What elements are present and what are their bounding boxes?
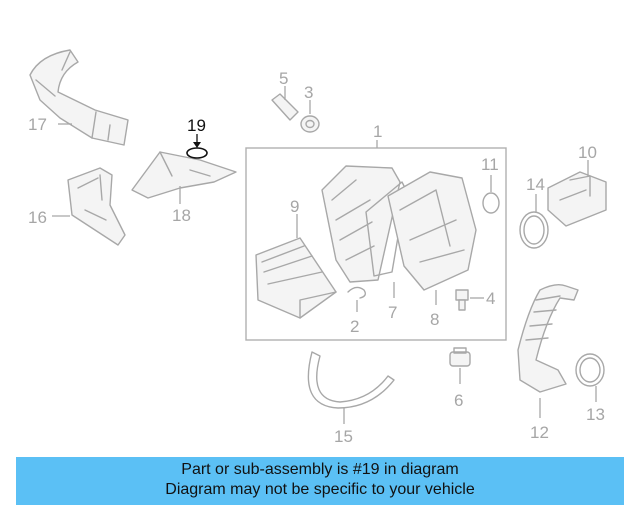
callout-1: 1 [373, 122, 382, 141]
callout-9: 9 [290, 197, 299, 216]
air-cleaner-upper-housing [321, 165, 401, 283]
callout-7: 7 [388, 303, 397, 322]
part-2-clip[interactable] [347, 286, 367, 299]
banner-line-2: Diagram may not be specific to your vehi… [165, 481, 475, 498]
callout-17: 17 [28, 115, 47, 134]
part-10-airflow-sensor[interactable] [547, 171, 607, 227]
part-9-air-filter[interactable] [255, 237, 337, 319]
callout-10: 10 [578, 143, 597, 162]
banner-line-1: Part or sub-assembly is #19 in diagram [181, 461, 459, 478]
part-18-cover-plate[interactable] [131, 151, 237, 199]
callout-16: 16 [28, 208, 47, 227]
callout-4: 4 [486, 289, 495, 308]
callout-13: 13 [586, 405, 605, 424]
part-16-duct-bracket[interactable] [67, 167, 126, 246]
callout-8: 8 [430, 310, 439, 329]
leader-19-arrow [193, 142, 201, 148]
callout-12: 12 [530, 423, 549, 442]
callout-5: 5 [279, 69, 288, 88]
info-banner: Part or sub-assembly is #19 in diagram D… [16, 457, 624, 505]
part-12-intake-hose[interactable] [517, 283, 579, 393]
part-15-seal-strip[interactable] [307, 351, 395, 409]
part-5-hose-fitting[interactable] [271, 93, 299, 121]
callout-3: 3 [304, 83, 313, 102]
part-13-hose-clamp[interactable] [575, 353, 605, 387]
part-4-plug[interactable] [455, 289, 469, 311]
part-11-o-ring[interactable] [482, 192, 500, 214]
callout-14: 14 [526, 175, 545, 194]
callout-2: 2 [350, 317, 359, 336]
part-8-lower-housing[interactable] [387, 171, 477, 291]
callout-15: 15 [334, 427, 353, 446]
part-14-hose-clamp[interactable] [519, 211, 549, 249]
part-19-o-ring[interactable] [186, 147, 208, 159]
callout-11: 11 [481, 155, 499, 174]
callout-19: 19 [187, 116, 206, 135]
callout-18: 18 [172, 206, 191, 225]
callout-6: 6 [454, 391, 463, 410]
part-3-grommet[interactable] [300, 115, 320, 133]
part-17-intake-duct[interactable] [29, 49, 129, 146]
assembly-frame [245, 147, 507, 341]
part-6-mount[interactable] [449, 347, 471, 367]
